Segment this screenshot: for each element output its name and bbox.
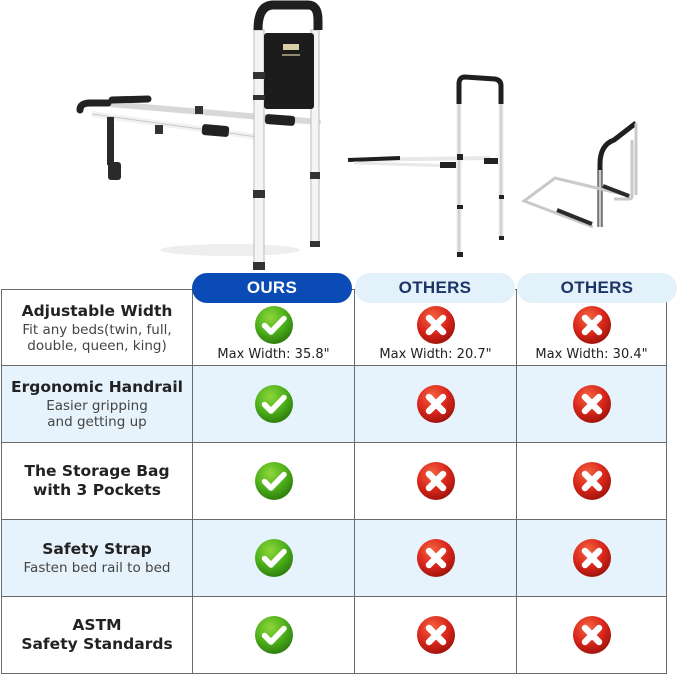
feature-title: The Storage Bag with 3 Pockets [24, 462, 170, 499]
cross-icon [416, 384, 456, 424]
column-header-ours: OURS [192, 273, 352, 303]
others-1-cell [354, 519, 517, 597]
cross-icon [572, 305, 612, 345]
ours-product-image [76, 0, 323, 270]
check-icon [254, 461, 294, 501]
feature-cell: Safety Strap Fasten bed rail to bed [1, 519, 193, 597]
others-product-1-image [347, 74, 504, 257]
cross-icon [572, 615, 612, 655]
cross-icon [572, 538, 612, 578]
product-comparison-hero [76, 0, 638, 270]
others-1-cell [354, 365, 517, 443]
max-width-note: Max Width: 20.7" [379, 347, 492, 362]
others-2-cell [516, 442, 667, 520]
check-icon [254, 305, 294, 345]
table-row-astm-safety: ASTM Safety Standards [1, 596, 667, 674]
feature-cell: Ergonomic Handrail Easier gripping and g… [1, 365, 193, 443]
cross-icon [416, 305, 456, 345]
table-row-ergonomic-handrail: Ergonomic Handrail Easier gripping and g… [1, 365, 667, 443]
others-product-2-image [520, 121, 638, 229]
cross-icon [416, 538, 456, 578]
column-header-others-1: OTHERS [355, 273, 515, 303]
column-header-others-2: OTHERS [517, 273, 677, 303]
comparison-table: Adjustable Width Fit any beds(twin, full… [1, 289, 667, 674]
others-2-cell [516, 365, 667, 443]
max-width-note: Max Width: 30.4" [535, 347, 648, 362]
check-icon [254, 538, 294, 578]
others-2-cell [516, 596, 667, 674]
check-icon [254, 384, 294, 424]
feature-title: Safety Strap [42, 540, 152, 558]
cross-icon [572, 384, 612, 424]
cross-icon [416, 461, 456, 501]
max-width-note: Max Width: 35.8" [217, 347, 330, 362]
table-row-safety-strap: Safety Strap Fasten bed rail to bed [1, 519, 667, 597]
others-1-cell [354, 596, 517, 674]
cross-icon [572, 461, 612, 501]
ours-cell [192, 519, 355, 597]
feature-subtitle: Easier gripping and getting up [46, 398, 148, 430]
others-1-cell [354, 442, 517, 520]
feature-title: Adjustable Width [21, 301, 173, 320]
ours-cell [192, 596, 355, 674]
others-2-cell [516, 519, 667, 597]
check-icon [254, 615, 294, 655]
ours-cell [192, 365, 355, 443]
feature-subtitle: Fasten bed rail to bed [23, 560, 171, 576]
feature-cell: ASTM Safety Standards [1, 596, 193, 674]
table-row-storage-bag: The Storage Bag with 3 Pockets [1, 442, 667, 520]
cross-icon [416, 615, 456, 655]
feature-title: ASTM Safety Standards [21, 616, 173, 653]
ours-cell [192, 442, 355, 520]
feature-cell: Adjustable Width Fit any beds(twin, full… [1, 289, 193, 366]
feature-cell: The Storage Bag with 3 Pockets [1, 442, 193, 520]
feature-title: Ergonomic Handrail [11, 378, 183, 396]
feature-subtitle: Fit any beds(twin, full, double, queen, … [22, 321, 172, 354]
